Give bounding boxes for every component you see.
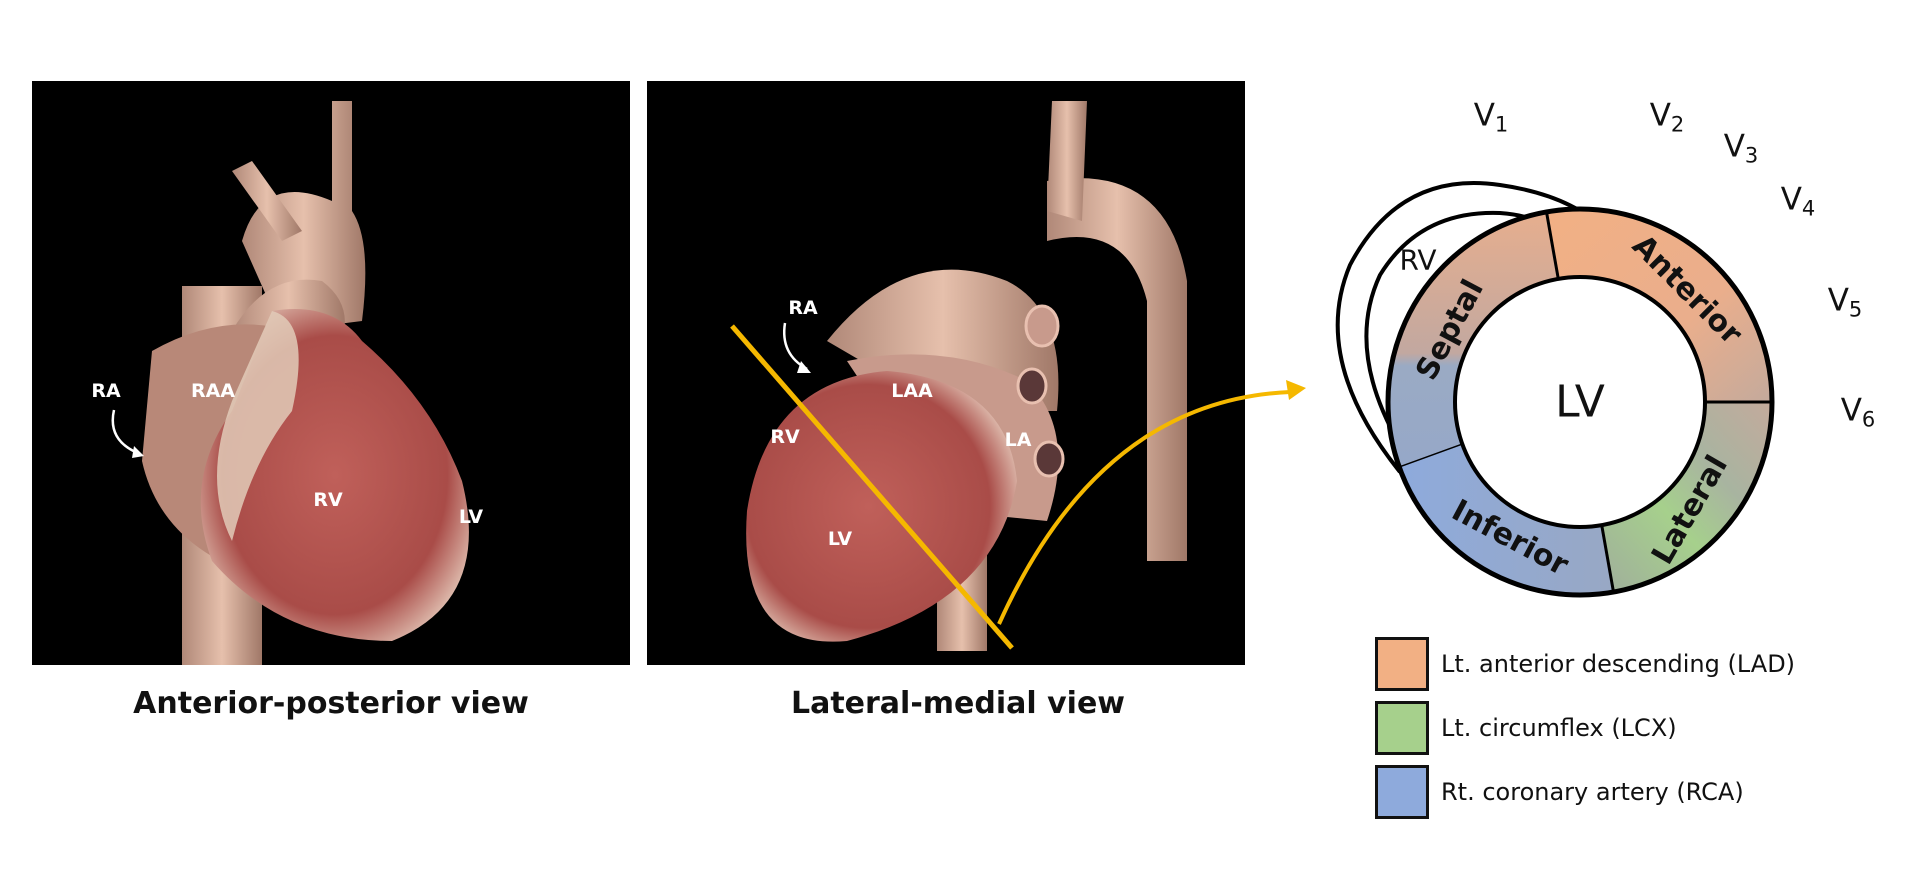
lead-v6: V6	[1840, 392, 1876, 432]
legend-item-lcx: Lt. circumflex (LCX)	[1375, 701, 1677, 755]
label-laa: LAA	[891, 380, 933, 402]
label-ra: RA	[91, 380, 121, 402]
segment-divider	[1545, 212, 1560, 280]
segment-anterior	[1546, 209, 1772, 402]
lead-v2: V2	[1649, 97, 1685, 137]
caption-anterior-posterior: Anterior-posterior view	[133, 686, 529, 721]
label-ra: RA	[788, 297, 818, 319]
rv-inner-wall	[1364, 210, 1552, 447]
legend-label-lad: Lt. anterior descending (LAD)	[1441, 650, 1796, 678]
legend-label-rca: Rt. coronary artery (RCA)	[1441, 778, 1744, 806]
anterior-posterior-heart-image: RA RAA RV LV	[32, 81, 630, 665]
rv-outer-wall	[1335, 180, 1607, 474]
legend-swatch-lad	[1375, 637, 1429, 691]
segment-lateral	[1601, 402, 1772, 592]
segment-inferior	[1399, 444, 1614, 594]
legend-swatch-lcx	[1375, 701, 1429, 755]
lead-v5: V5	[1827, 282, 1863, 322]
caption-lateral-medial: Lateral-medial view	[790, 686, 1126, 721]
legend-swatch-rca	[1375, 765, 1429, 819]
label-rv: RV	[770, 426, 800, 448]
rv-label: RV	[1399, 243, 1437, 277]
legend-label-lcx: Lt. circumflex (LCX)	[1441, 714, 1677, 742]
segment-divider	[1600, 524, 1615, 592]
lead-v1: V1	[1473, 97, 1509, 137]
label-rv: RV	[313, 489, 343, 511]
lv-outer-wall	[1385, 206, 1775, 598]
label-la: LA	[1004, 429, 1032, 451]
lead-v4: V4	[1780, 181, 1816, 221]
arrow-curve	[997, 390, 1291, 625]
label-lv: LV	[827, 528, 853, 550]
cut-plane-line	[730, 324, 1014, 650]
segment-septal	[1388, 212, 1559, 468]
lateral-medial-heart-image: RA LAA RV LA LV	[647, 81, 1245, 665]
label-raa: RAA	[190, 380, 236, 402]
legend-item-lad: Lt. anterior descending (LAD)	[1375, 637, 1795, 691]
arrow-head-icon	[1286, 380, 1306, 400]
lv-cavity	[1453, 275, 1707, 529]
lv-label: LV	[1555, 376, 1605, 428]
lead-v3: V3	[1723, 128, 1759, 168]
label-lv: LV	[458, 506, 484, 528]
lv-ring	[1388, 209, 1772, 594]
legend-item-rca: Rt. coronary artery (RCA)	[1375, 765, 1744, 819]
